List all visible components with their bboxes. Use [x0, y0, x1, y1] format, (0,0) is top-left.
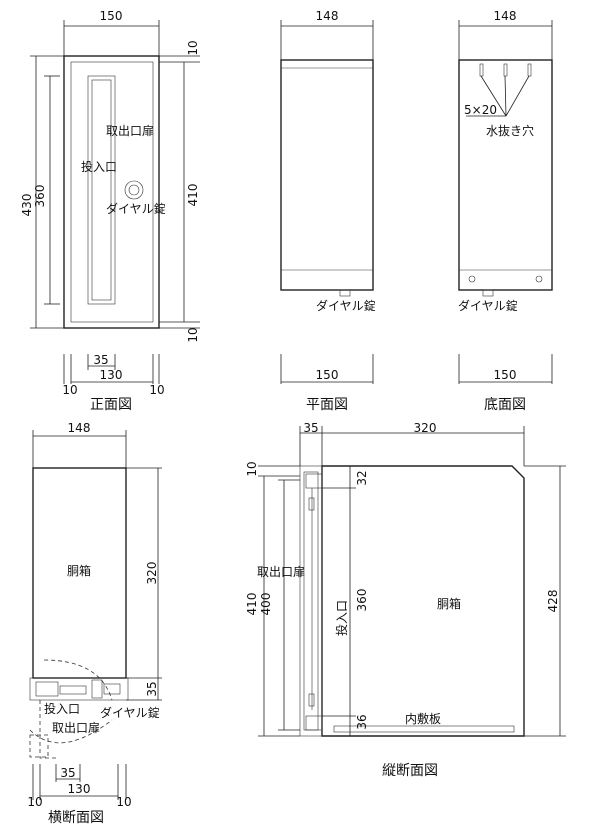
hsec-dim-depth: 320 [145, 562, 159, 585]
vsec-dim-400: 400 [259, 593, 273, 616]
hsec-dial-lock [103, 683, 121, 695]
hsec-dim-right: 10 [116, 795, 131, 809]
vsec-label-shelf: 内敷板 [405, 711, 441, 726]
drain-hole-2 [503, 63, 508, 77]
hsec-label-lock: ダイヤル錠 [100, 705, 160, 720]
plan-view-title: 平面図 [306, 397, 348, 413]
hsec-label-slot: 投入口 [44, 701, 80, 716]
hsec-label-body: 胴箱 [67, 563, 91, 578]
vsec-label-body: 胴箱 [437, 596, 461, 611]
bottom-dim-top: 148 [494, 9, 517, 23]
vsec-dim-36: 36 [355, 714, 369, 729]
hsec-label-door: 取出口扉 [52, 721, 100, 735]
plan-body [280, 59, 374, 291]
front-dim-slot-width: 35 [93, 353, 108, 367]
plan-label-lock: ダイヤル錠 [316, 298, 376, 313]
front-label-slot: 投入口 [81, 159, 117, 174]
hsec-dim-slot-width: 35 [60, 766, 75, 780]
front-dim-top: 10 [186, 40, 200, 55]
front-label-lock: ダイヤル錠 [106, 201, 166, 216]
front-dim-left: 10 [62, 383, 77, 397]
vsec-door [299, 465, 323, 737]
bottom-label-lock: ダイヤル錠 [458, 298, 518, 313]
drain-hole-1 [479, 63, 484, 77]
front-dim-height-right: 410 [186, 184, 200, 207]
hsec-body [32, 467, 127, 679]
plan-view: 148 ダイヤル錠 150 平面図 [280, 9, 376, 413]
front-dim-bottom: 10 [186, 327, 200, 342]
hsec-dim-inner-width: 130 [68, 782, 91, 796]
front-label-door: 取出口扉 [106, 124, 154, 138]
vsec-slot-bottom [305, 715, 323, 731]
vsec-dim-depth: 320 [414, 421, 437, 435]
front-dim-height-outer: 430 [20, 194, 34, 217]
bottom-label-holes-name: 水抜き穴 [486, 123, 534, 138]
vsec-dim-front-depth: 35 [303, 421, 318, 435]
hsec-dim-door-depth: 35 [145, 681, 159, 696]
front-dim-inner-width: 130 [100, 368, 123, 382]
plan-dim-bottom: 150 [316, 368, 339, 382]
bottom-view-title: 底面図 [484, 397, 526, 413]
front-dial-lock [124, 180, 144, 200]
vsec-label-door: 取出口扉 [257, 565, 305, 579]
vsec-shelf [333, 725, 515, 733]
vsec-slot-top [305, 473, 323, 489]
vsec-body [321, 465, 525, 737]
vsec-dim-360: 360 [355, 589, 369, 612]
front-dim-height-inner: 360 [33, 185, 47, 208]
bottom-dial-lock [482, 289, 494, 297]
vsec-dim-top: 10 [245, 461, 259, 476]
bottom-screw-left [468, 275, 476, 283]
front-body [63, 55, 160, 329]
vsec-view-title: 縦断面図 [382, 763, 438, 779]
hsec-door-frame [29, 677, 129, 701]
bottom-label-holes: 5×20 [464, 103, 497, 117]
hsec-view-title: 横断面図 [48, 810, 104, 826]
hsec-slot [59, 685, 87, 695]
bottom-screw-right [535, 275, 543, 283]
vsec-label-slot: 投入口 [334, 600, 349, 636]
vertical-section-view: 35 320 胴箱 内敷板 32 360 36 投入口 10 [245, 421, 566, 779]
horizontal-section-view: 148 胴箱 投入口 取出口扉 ダイヤル錠 320 35 35 [27, 421, 162, 826]
plan-dim-top: 148 [316, 9, 339, 23]
bottom-dim-bottom: 150 [494, 368, 517, 382]
front-dim-right: 10 [149, 383, 164, 397]
vsec-dim-32: 32 [355, 470, 369, 485]
front-view: 150 取出口扉 投入口 ダイヤル錠 430 360 10 410 10 [20, 9, 200, 413]
front-view-title: 正面図 [90, 397, 132, 413]
vsec-dim-410: 410 [245, 593, 259, 616]
drain-hole-3 [527, 63, 532, 77]
hsec-dim-top: 148 [68, 421, 91, 435]
bottom-view: 148 5×20 水抜き穴 ダイヤル錠 150 底面図 [458, 9, 553, 413]
front-slot [87, 75, 116, 305]
front-door-panel [70, 61, 154, 323]
vsec-dim-428: 428 [546, 590, 560, 613]
plan-dial-lock [339, 289, 351, 297]
hsec-dim-left: 10 [27, 795, 42, 809]
front-dim-width: 150 [100, 9, 123, 23]
